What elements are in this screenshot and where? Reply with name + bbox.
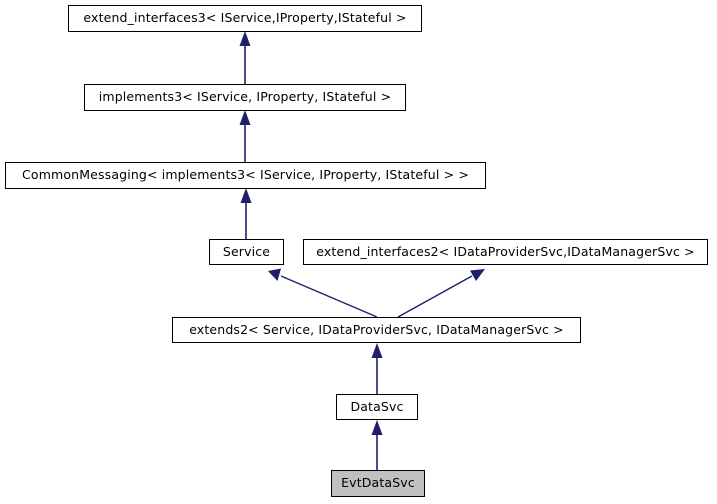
class-node-label: extends2< Service, IDataProviderSvc, IDa… — [189, 321, 564, 337]
class-node-label: extend_interfaces2< IDataProviderSvc,IDa… — [316, 243, 695, 259]
edge-evtdatasvc-to-datasvc — [371, 420, 383, 470]
class-node-extends2[interactable]: extends2< Service, IDataProviderSvc, IDa… — [172, 317, 581, 343]
edge-commonmessaging-to-implements3 — [239, 110, 251, 162]
class-node-extend-interfaces2[interactable]: extend_interfaces2< IDataProviderSvc,IDa… — [303, 239, 708, 265]
edge-extends2-to-extend_interfaces2 — [397, 269, 485, 318]
class-node-label: CommonMessaging< implements3< IService, … — [22, 167, 469, 183]
class-node-label: DataSvc — [350, 398, 404, 414]
class-node-label: extend_interfaces3< IService,IProperty,I… — [83, 10, 407, 26]
edge-service-to-commonmessaging — [240, 188, 252, 239]
class-node-label: implements3< IService, IProperty, IState… — [98, 89, 392, 105]
edge-datasvc-to-extends2 — [371, 343, 383, 394]
class-node-label: EvtDataSvc — [341, 475, 415, 491]
class-node-datasvc[interactable]: DataSvc — [336, 394, 418, 420]
edge-implements3-to-extend_interfaces3 — [239, 31, 251, 84]
class-node-label: Service — [222, 243, 271, 259]
class-node-implements3[interactable]: implements3< IService, IProperty, IState… — [84, 84, 406, 111]
edge-extends2-to-service — [268, 268, 378, 318]
class-node-commonmessaging[interactable]: CommonMessaging< implements3< IService, … — [5, 162, 486, 189]
class-node-service[interactable]: Service — [209, 239, 284, 265]
class-node-evtdatasvc[interactable]: EvtDataSvc — [331, 470, 425, 497]
class-node-extend-interfaces3[interactable]: extend_interfaces3< IService,IProperty,I… — [68, 5, 422, 32]
